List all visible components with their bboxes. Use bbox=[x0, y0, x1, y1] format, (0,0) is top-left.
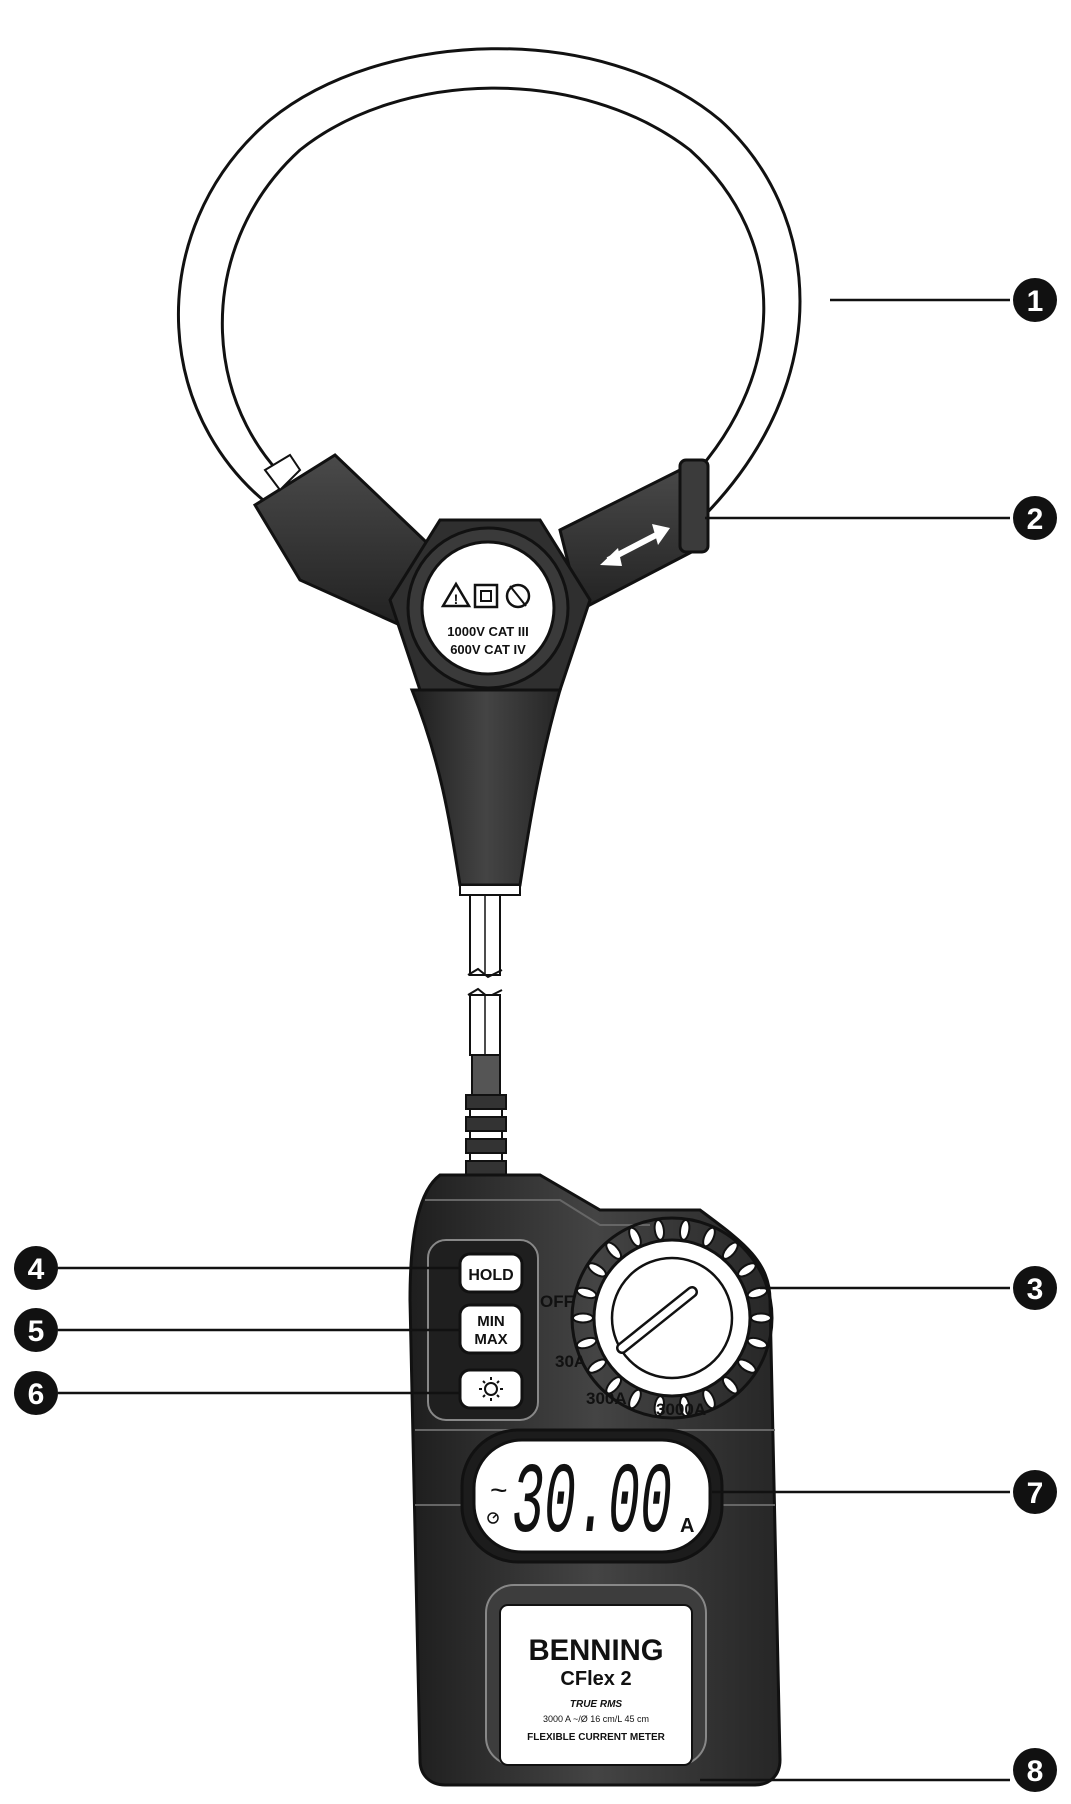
minmax-button-label-1: MIN bbox=[477, 1313, 505, 1330]
dial-pointer bbox=[616, 1286, 698, 1354]
coupling-right-arm[interactable] bbox=[558, 458, 710, 613]
rating-line-2: 600V CAT IV bbox=[450, 642, 526, 657]
range-dial[interactable] bbox=[570, 1216, 774, 1420]
timer-icon bbox=[487, 1512, 499, 1524]
callout-4: 4 bbox=[14, 1246, 58, 1290]
minmax-button[interactable]: MIN MAX bbox=[458, 1303, 524, 1355]
flexible-coil bbox=[177, 47, 802, 522]
svg-text:6: 6 bbox=[28, 1378, 45, 1411]
range-3000a-label: 3000A bbox=[656, 1400, 706, 1419]
svg-text:1: 1 bbox=[1027, 285, 1044, 318]
dial-ridge bbox=[750, 1312, 772, 1324]
cable bbox=[467, 894, 503, 1056]
callout-6: 6 bbox=[14, 1371, 58, 1415]
range-off-label: OFF bbox=[540, 1292, 574, 1311]
sensor-handle bbox=[409, 688, 562, 896]
svg-text:2: 2 bbox=[1027, 503, 1044, 536]
warning-triangle-icon: ! bbox=[440, 581, 472, 608]
minmax-button-label-2: MAX bbox=[474, 1331, 507, 1348]
unlock-arrow-icon bbox=[600, 524, 670, 566]
ac-symbol: ~ bbox=[490, 1474, 508, 1507]
svg-text:5: 5 bbox=[28, 1315, 45, 1348]
spec-line: 3000 A ~/Ø 16 cm/L 45 cm bbox=[543, 1714, 649, 1724]
callout-3: 3 bbox=[1013, 1266, 1057, 1310]
no-disposal-icon bbox=[505, 583, 531, 609]
backlight-button[interactable] bbox=[458, 1368, 524, 1410]
display-reading: 30.00 bbox=[512, 1449, 672, 1562]
svg-text:8: 8 bbox=[1027, 1755, 1044, 1788]
leader-lines bbox=[58, 298, 1010, 1782]
display-unit: A bbox=[680, 1515, 694, 1537]
dial-ridge bbox=[572, 1312, 594, 1324]
hold-button-label: HOLD bbox=[468, 1267, 513, 1284]
description-line: FLEXIBLE CURRENT METER bbox=[527, 1732, 666, 1743]
callout-5: 5 bbox=[14, 1308, 58, 1352]
lcd-display: ~ 30.00 A bbox=[460, 1428, 724, 1564]
callout-2: 2 bbox=[1013, 496, 1057, 540]
model-name: CFlex 2 bbox=[560, 1668, 631, 1690]
backlight-sun-icon bbox=[479, 1377, 503, 1401]
svg-text:7: 7 bbox=[1027, 1477, 1044, 1510]
callout-8: 8 bbox=[1013, 1748, 1057, 1792]
rating-line-1: 1000V CAT III bbox=[447, 624, 528, 639]
callout-1: 1 bbox=[1013, 278, 1057, 322]
svg-text:4: 4 bbox=[28, 1253, 45, 1286]
callout-7: 7 bbox=[1013, 1470, 1057, 1514]
hold-button[interactable]: HOLD bbox=[458, 1252, 524, 1294]
range-300a-label: 300A bbox=[586, 1389, 627, 1408]
front-label: BENNING CFlex 2 TRUE RMS 3000 A ~/Ø 16 c… bbox=[485, 1584, 707, 1766]
strain-relief bbox=[465, 1054, 507, 1176]
range-30a-label: 30A bbox=[555, 1352, 586, 1371]
dial-ridges bbox=[570, 1216, 774, 1420]
double-insulation-icon bbox=[473, 583, 499, 609]
true-rms-label: TRUE RMS bbox=[570, 1699, 623, 1710]
brand-logo: BENNING bbox=[529, 1634, 664, 1667]
svg-text:!: ! bbox=[454, 591, 459, 607]
svg-text:3: 3 bbox=[1027, 1273, 1044, 1306]
